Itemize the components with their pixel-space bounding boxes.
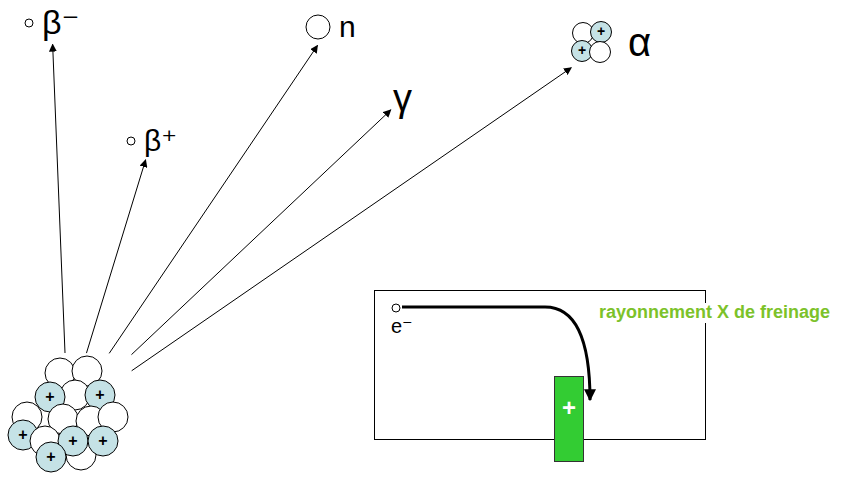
node-label: +	[578, 43, 586, 58]
node-label: +	[68, 432, 77, 450]
particle-node: n	[305, 10, 356, 43]
particle-circle	[392, 304, 400, 312]
text-node: γ	[393, 78, 412, 120]
particle-dot	[126, 136, 136, 146]
node-label: n	[339, 10, 356, 43]
proton	[88, 426, 118, 456]
node-label: β⁺	[144, 124, 177, 157]
frame-node: rayonnement X de freinagee⁻+	[374, 290, 706, 440]
particle-circle	[127, 137, 135, 145]
particle-dot	[391, 303, 401, 313]
particle-node: β⁻	[24, 4, 80, 41]
particle-dot	[305, 14, 331, 40]
node-label: +	[562, 395, 576, 421]
node-label: +	[597, 24, 605, 39]
nucleon-group	[566, 18, 616, 66]
node-label: +	[46, 448, 55, 466]
particle-circle	[306, 15, 330, 39]
node-label: γ	[393, 77, 412, 119]
node-label: +	[98, 432, 107, 450]
emission-arrow	[53, 44, 65, 353]
emission-arrow	[109, 45, 317, 353]
electron-node: e⁻	[391, 303, 413, 337]
node-label: α	[628, 20, 651, 64]
node-label: +	[95, 386, 104, 404]
emission-arrow	[86, 160, 145, 353]
node-label: +	[45, 388, 54, 406]
emission-arrow	[131, 110, 390, 355]
alpha-node: ++α	[566, 18, 651, 66]
node-label: e⁻	[391, 315, 413, 337]
particle-cluster: ++	[566, 18, 616, 66]
nucleon-group	[5, 355, 130, 475]
particle-cluster: + + + + + +	[5, 355, 130, 475]
rect-node: +	[554, 376, 584, 462]
proton	[591, 22, 612, 43]
proton	[36, 442, 66, 472]
node-label: rayonnement X de freinage	[597, 303, 832, 323]
neutron	[590, 42, 611, 63]
nucleus-node: + + + + + +	[5, 355, 130, 475]
emission-arrow	[132, 68, 572, 371]
node-label: β⁻	[42, 4, 80, 41]
particle-node: β⁺	[126, 124, 177, 157]
node-label: +	[18, 426, 27, 444]
particle-circle	[25, 19, 33, 27]
particle-dot	[24, 18, 34, 28]
